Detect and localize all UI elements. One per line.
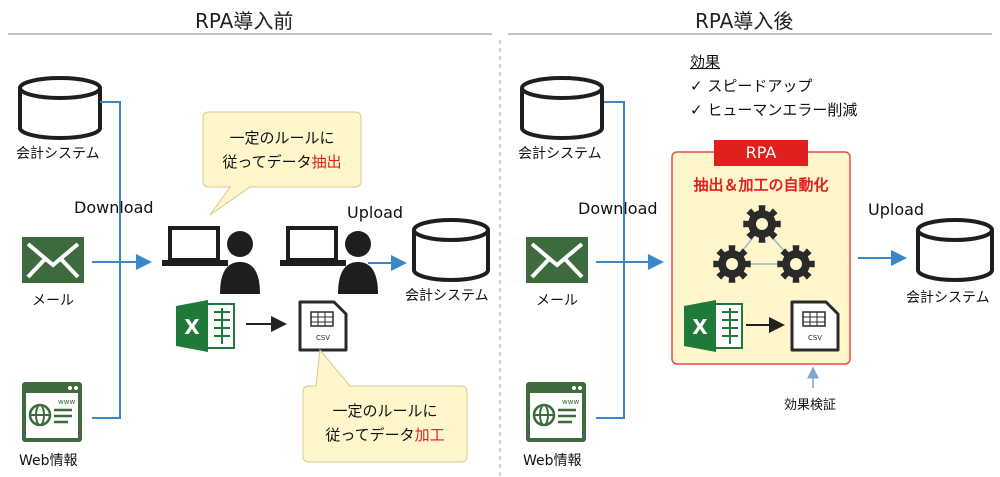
- svg-text:X: X: [692, 315, 708, 339]
- bubble-extract-line2: 従ってデータ抽出: [222, 153, 342, 171]
- web-icon: www: [22, 382, 82, 442]
- bubble-process-text: 一定のルールに 従ってデータ加工: [303, 399, 467, 447]
- svg-text:CSV: CSV: [808, 334, 822, 342]
- effect-item: ✓ ヒューマンエラー削減: [690, 101, 858, 119]
- download-label: Download: [578, 199, 658, 218]
- effects-block: 効果 ✓ スピードアップ ✓ ヒューマンエラー削減: [690, 50, 857, 122]
- svg-text:www: www: [58, 398, 75, 406]
- right-bracket-lines: [596, 101, 625, 419]
- speech-bubble-extract: [202, 111, 362, 216]
- source-label-web: Web情報: [523, 453, 582, 469]
- gear-icon: [777, 245, 815, 283]
- source-label-accounting: 会計システム: [16, 146, 100, 162]
- svg-text:www: www: [562, 398, 579, 406]
- worker-laptop-icon-2: [280, 226, 378, 294]
- download-label: Download: [74, 198, 154, 217]
- bubble-extract-line1: 一定のルールに: [229, 129, 335, 147]
- target-label: 会計システム: [405, 288, 489, 304]
- rpa-label-tab: [714, 140, 808, 166]
- bubble-process-line1: 一定のルールに: [332, 402, 438, 420]
- svg-text:X: X: [184, 315, 200, 339]
- mail-icon: [526, 237, 588, 283]
- rpa-label: RPA: [745, 143, 777, 162]
- bubble-extract-text: 一定のルールに 従ってデータ抽出: [203, 126, 361, 174]
- svg-text:CSV: CSV: [316, 334, 330, 342]
- mail-icon: [22, 237, 84, 283]
- left-bracket-lines: [92, 101, 121, 419]
- speech-bubble-process: [302, 348, 468, 463]
- csv-file-icon: CSV: [298, 300, 348, 352]
- gear-icon: [743, 205, 781, 243]
- gear-icon: [713, 245, 751, 283]
- right-title: RPA導入後: [695, 9, 794, 33]
- excel-icon: X: [176, 300, 235, 352]
- database-icon: [520, 76, 604, 140]
- upload-label: Upload: [347, 203, 404, 222]
- effects-title: 効果: [690, 53, 721, 71]
- csv-file-icon: CSV: [790, 300, 840, 352]
- effect-item: ✓ スピードアップ: [690, 77, 813, 95]
- database-icon: [916, 218, 994, 282]
- source-label-mail: メール: [536, 293, 578, 309]
- excel-icon: X: [684, 300, 743, 352]
- upload-label: Upload: [868, 200, 925, 219]
- bubble-process-line2: 従ってデータ加工: [325, 426, 445, 444]
- database-icon: [412, 218, 490, 282]
- left-title: RPA導入前: [195, 9, 294, 33]
- target-label: 会計システム: [906, 290, 990, 306]
- source-label-web: Web情報: [19, 453, 78, 469]
- verify-label: 効果検証: [784, 398, 837, 413]
- database-icon: [18, 76, 102, 140]
- source-label-accounting: 会計システム: [518, 146, 602, 162]
- rpa-subtitle: 抽出＆加工の自動化: [693, 176, 829, 194]
- worker-laptop-icon-1: [162, 226, 260, 294]
- web-icon: www: [526, 382, 586, 442]
- source-label-mail: メール: [32, 293, 74, 309]
